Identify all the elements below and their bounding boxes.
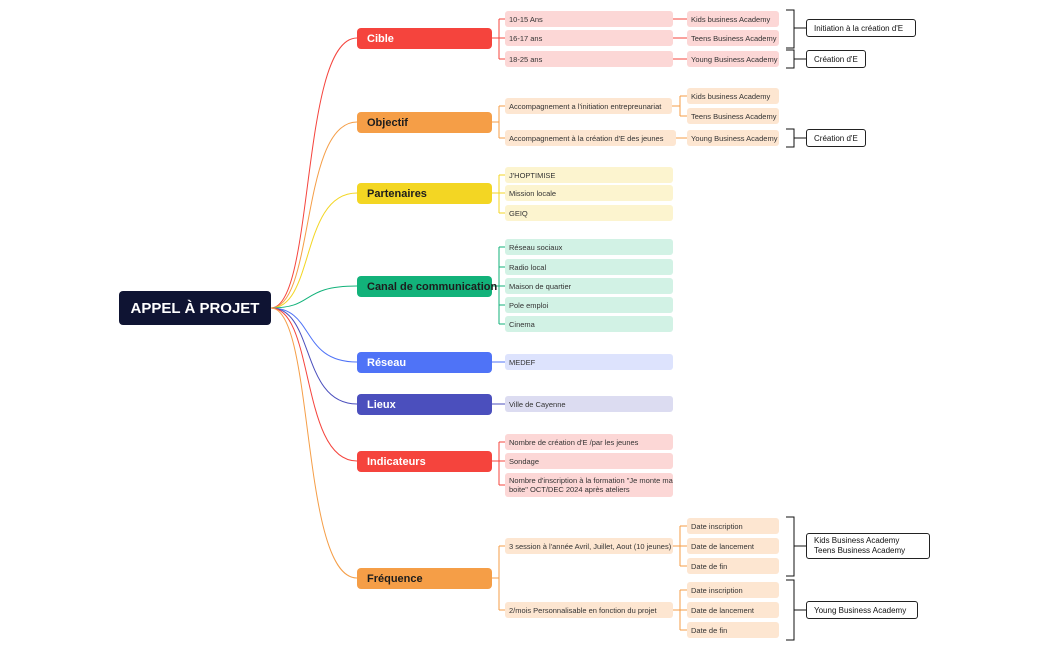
bracket-b3 bbox=[786, 128, 806, 148]
connector-partenaires-items bbox=[492, 174, 505, 214]
connector-frequence-items bbox=[492, 525, 687, 631]
connector-root-cible bbox=[270, 37, 358, 309]
bracket-b4 bbox=[786, 516, 806, 577]
connector-root-partenaires bbox=[270, 192, 358, 309]
leaf-objectif-kids[interactable]: Kids business Academy bbox=[687, 88, 779, 104]
leaf-cible-18-25[interactable]: 18-25 ans bbox=[505, 51, 673, 67]
leaf-cible-teens[interactable]: Teens Business Academy bbox=[687, 30, 779, 46]
leaf-frequence-date-inscription-2[interactable]: Date inscription bbox=[687, 582, 779, 598]
branch-lieux[interactable]: Lieux bbox=[357, 394, 492, 415]
leaf-canal-radio-local[interactable]: Radio local bbox=[505, 259, 673, 275]
leaf-objectif-creation[interactable]: Accompagnement à la création d'E des jeu… bbox=[505, 130, 676, 146]
leaf-reseau-medef[interactable]: MEDEF bbox=[505, 354, 673, 370]
branch-objectif[interactable]: Objectif bbox=[357, 112, 492, 133]
leaf-frequence-date-fin-1[interactable]: Date de fin bbox=[687, 558, 779, 574]
leaf-objectif-young[interactable]: Young Business Academy bbox=[687, 130, 779, 146]
leaf-canal-cinema[interactable]: Cinema bbox=[505, 316, 673, 332]
leaf-indicateurs-sondage[interactable]: Sondage bbox=[505, 453, 673, 469]
leaf-indicateurs-nombre-inscription[interactable]: Nombre d'inscription à la formation "Je … bbox=[505, 473, 673, 497]
boundary-brackets bbox=[786, 9, 806, 641]
leaf-partenaires-geiq[interactable]: GEIQ bbox=[505, 205, 673, 221]
branch-partenaires[interactable]: Partenaires bbox=[357, 183, 492, 204]
connector-objectif-items bbox=[492, 95, 687, 139]
connector-root-reseau bbox=[270, 307, 358, 363]
boundary-initiation-creation[interactable]: Initiation à la création d'E bbox=[806, 19, 916, 37]
connector-root-canal bbox=[270, 285, 358, 309]
leaf-cible-kids[interactable]: Kids business Academy bbox=[687, 11, 779, 27]
connector-indicateurs-items bbox=[492, 441, 505, 486]
connector-canal-items bbox=[492, 246, 505, 325]
leaf-frequence-date-lancement-1[interactable]: Date de lancement bbox=[687, 538, 779, 554]
boundary-creation-objectif[interactable]: Création d'E bbox=[806, 129, 866, 147]
bracket-b5 bbox=[786, 579, 806, 641]
leaf-frequence-date-inscription-1[interactable]: Date inscription bbox=[687, 518, 779, 534]
branch-canal-de-communication[interactable]: Canal de communication bbox=[357, 276, 497, 297]
leaf-objectif-initiation[interactable]: Accompagnement a l'initiation entrepreun… bbox=[505, 98, 672, 114]
leaf-frequence-date-fin-2[interactable]: Date de fin bbox=[687, 622, 779, 638]
bracket-b1 bbox=[786, 9, 806, 49]
connector-root-indicateurs bbox=[270, 307, 358, 462]
leaf-objectif-teens[interactable]: Teens Business Academy bbox=[687, 108, 779, 124]
connector-root-objectif bbox=[270, 121, 358, 309]
leaf-frequence-2-mois[interactable]: 2/mois Personnalisable en fonction du pr… bbox=[505, 602, 673, 618]
connector-cible-items bbox=[492, 18, 687, 60]
leaf-cible-young[interactable]: Young Business Academy bbox=[687, 51, 779, 67]
leaf-partenaires-mission-locale[interactable]: Mission locale bbox=[505, 185, 673, 201]
leaf-cible-16-17[interactable]: 16-17 ans bbox=[505, 30, 673, 46]
boundary-teens-label: Teens Business Academy bbox=[814, 546, 906, 555]
connector-root-lieux bbox=[270, 307, 358, 405]
leaf-indicateurs-nombre-creation[interactable]: Nombre de création d'E /par les jeunes bbox=[505, 434, 673, 450]
branch-reseau[interactable]: Réseau bbox=[357, 352, 492, 373]
root-topic[interactable]: APPEL À PROJET bbox=[119, 291, 271, 325]
bracket-b2 bbox=[786, 49, 806, 69]
boundary-kids-teens[interactable]: Kids Business Academy Teens Business Aca… bbox=[806, 533, 930, 559]
boundary-creation-cible[interactable]: Création d'E bbox=[806, 50, 866, 68]
connector-root-frequence bbox=[270, 307, 358, 579]
branch-frequence[interactable]: Fréquence bbox=[357, 568, 492, 589]
leaf-frequence-date-lancement-2[interactable]: Date de lancement bbox=[687, 602, 779, 618]
leaf-partenaires-jhoptimise[interactable]: J'HOPTIMISE bbox=[505, 167, 673, 183]
leaf-canal-reseau-sociaux[interactable]: Réseau sociaux bbox=[505, 239, 673, 255]
leaf-canal-pole-emploi[interactable]: Pole emploi bbox=[505, 297, 673, 313]
boundary-young[interactable]: Young Business Academy bbox=[806, 601, 918, 619]
leaf-canal-maison-de-quartier[interactable]: Maison de quartier bbox=[505, 278, 673, 294]
leaf-cible-10-15[interactable]: 10-15 Ans bbox=[505, 11, 673, 27]
branch-indicateurs[interactable]: Indicateurs bbox=[357, 451, 492, 472]
leaf-frequence-3-sessions[interactable]: 3 session à l'année Avril, Juillet, Aout… bbox=[505, 538, 673, 554]
branch-cible[interactable]: Cible bbox=[357, 28, 492, 49]
leaf-lieux-ville-de-cayenne[interactable]: Ville de Cayenne bbox=[505, 396, 673, 412]
boundary-kids-label: Kids Business Academy bbox=[814, 536, 900, 545]
